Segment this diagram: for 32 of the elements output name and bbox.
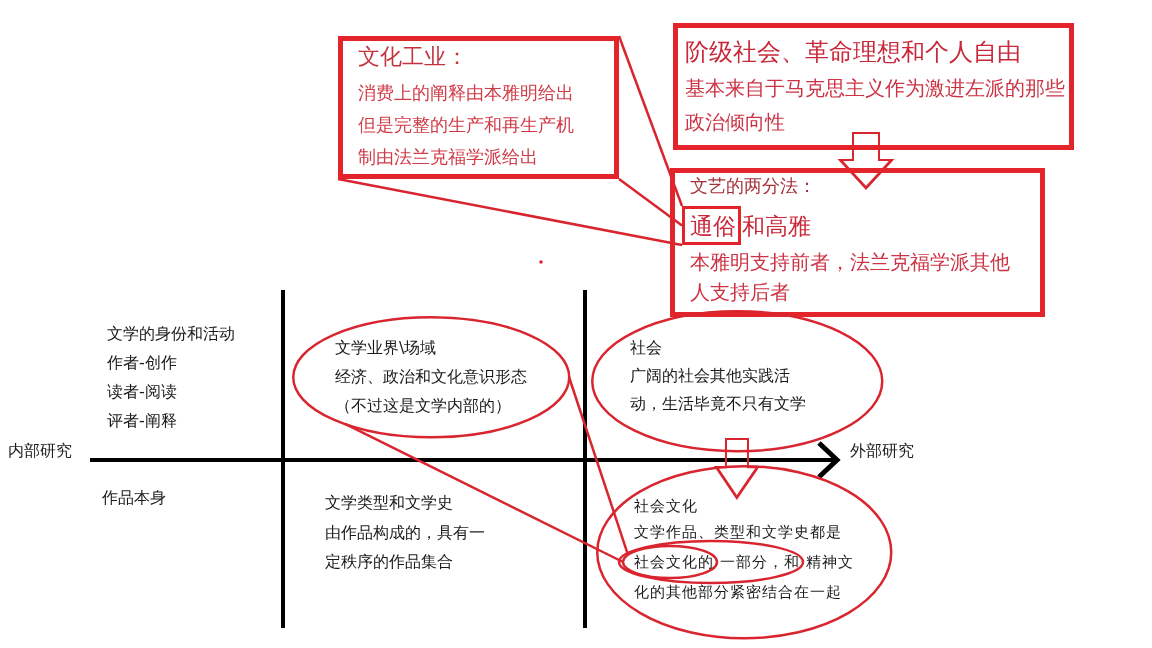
list-item: 评者-阐释 xyxy=(107,411,177,431)
callout-line xyxy=(618,178,683,227)
highlight-box xyxy=(682,206,741,245)
heading-text: 社会 xyxy=(630,338,662,358)
text-box xyxy=(673,23,1074,150)
body-text: 基本来自于马克思主义作为激进左派的那些政治倾向性 xyxy=(685,75,1066,136)
emphasis-text: 通俗和高雅 xyxy=(690,212,811,240)
list-item: 读者-阅读 xyxy=(107,382,177,402)
axis-label: 内部研究 xyxy=(8,441,72,461)
body-text: （不过这是文学内部的） xyxy=(335,396,511,416)
heading-text: 文化工业： xyxy=(358,43,468,71)
heading-text: 阶级社会、革命理想和个人自由 xyxy=(685,37,1021,68)
body-text: 本雅明支持前者，法兰克福学派其他人支持后者 xyxy=(690,249,1011,306)
body-text: 广阔的社会其他实践活动，生活毕竟不只有文学 xyxy=(630,365,807,415)
callout-box xyxy=(338,36,619,179)
heading-text: 文学业界\场域 xyxy=(335,338,437,358)
block-arrow xyxy=(713,437,760,501)
body-text: 经济、政治和文化意识形态 xyxy=(335,367,527,387)
heading-text: 文学的身份和活动 xyxy=(107,324,235,344)
block-arrow xyxy=(837,132,895,190)
axis-label: 外部研究 xyxy=(850,441,914,461)
body-text: 文学作品、类型和文学史都是社会文化的一部分，和精神文化的其他部分紧密结合在一起 xyxy=(616,517,855,607)
callout-line xyxy=(617,35,684,207)
body-text: 由作品构成的，具有一定秩序的作品集合 xyxy=(325,522,486,573)
heading-text: 社会文化 xyxy=(634,497,698,515)
list-item: 作者-创作 xyxy=(107,353,177,373)
body-text: 消费上的阐释由本雅明给出但是完整的生产和再生产机制由法兰克福学派给出 xyxy=(358,81,575,169)
heading-text: 文学类型和文学史 xyxy=(325,493,453,513)
heading-text: 作品本身 xyxy=(102,488,166,508)
heading-text: 文艺的两分法： xyxy=(690,175,816,197)
callout-line xyxy=(337,177,683,247)
text-box xyxy=(670,168,1045,317)
